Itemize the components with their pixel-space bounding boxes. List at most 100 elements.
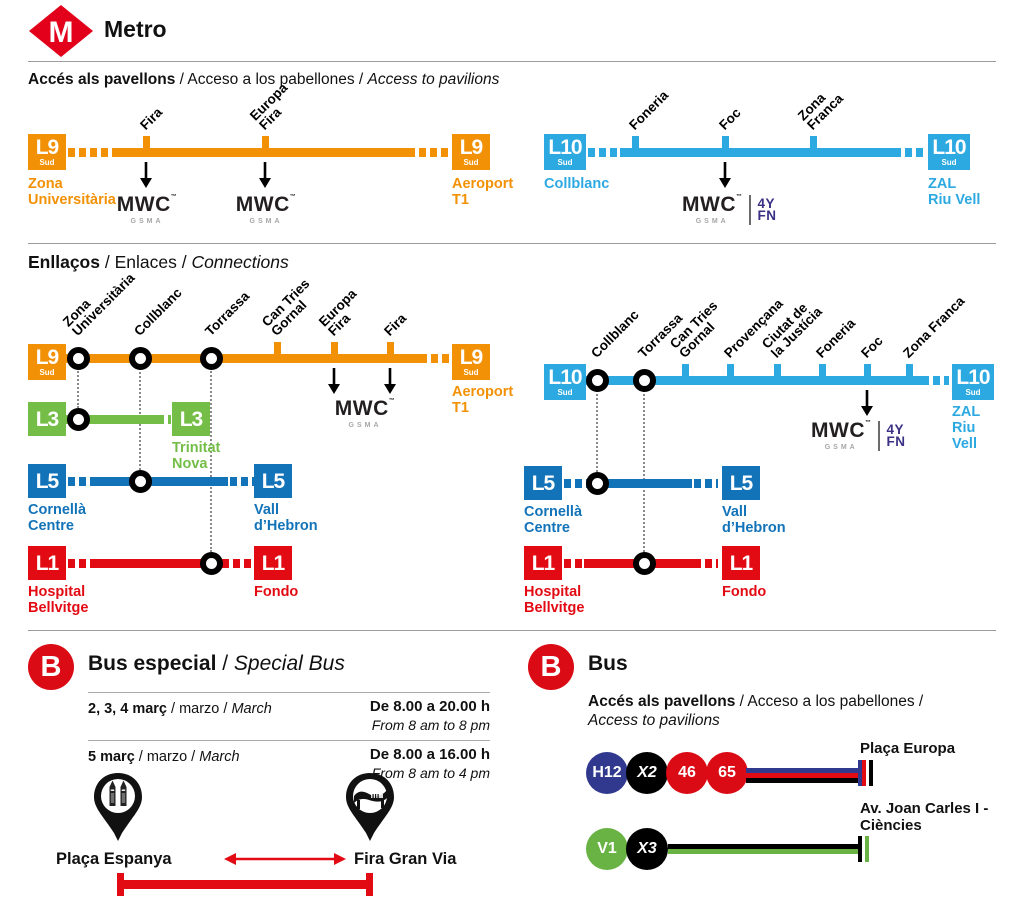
svg-text:M: M [49, 16, 74, 49]
route-end-cap [366, 873, 373, 896]
divider [28, 630, 996, 631]
connections-heading-ca: Enllaços [28, 252, 100, 272]
interchange-connector [643, 390, 645, 552]
bus-line-badge: X2 [626, 752, 668, 794]
l9-line [66, 354, 420, 363]
mwc-logo: MWC™ GSMA [235, 193, 297, 225]
bus-route-stripe [668, 844, 858, 849]
l1-badge: L1 [28, 546, 66, 580]
station-label: Foneria [813, 315, 859, 361]
terminus-label: Fondo [254, 584, 299, 600]
station-tick [726, 364, 734, 377]
l1-badge: L1 [722, 546, 760, 580]
interchange-station-marker [585, 369, 609, 392]
mwc-logo: MWC™ GSMA [811, 419, 872, 451]
bus-logo-icon: B [28, 644, 74, 690]
connections-heading-en: Connections [191, 252, 289, 272]
interchange-station-marker [585, 471, 609, 495]
mwc-logo: MWC™ GSMA [334, 397, 396, 429]
station-tick [142, 136, 150, 149]
metro-logo-icon: M [29, 5, 93, 57]
down-arrow-icon [140, 162, 152, 188]
l5-badge: L5 [28, 464, 66, 498]
l3-dashed-segment [158, 414, 171, 424]
endpoint-label: Fira Gran Via [354, 850, 457, 868]
access-heading-es: Acceso a los pabellones [187, 71, 355, 88]
bus-access-heading: Accés als pavellons / Acceso a los pabel… [588, 693, 924, 730]
special-bus-title: Bus especial / Special Bus [88, 652, 345, 675]
interchange-connector [210, 368, 212, 552]
station-tick [863, 364, 871, 377]
l5-dashed-segment [230, 476, 254, 486]
interchange-station-marker [128, 469, 152, 493]
shuttle-route-bar [120, 880, 370, 889]
station-tick [261, 136, 269, 149]
station-label: Collblanc [588, 307, 642, 361]
l1-dashed-segment [222, 558, 254, 568]
station-label: Zona Franca [900, 293, 968, 361]
l10-line [586, 376, 922, 385]
l10-dashed-segment [588, 148, 620, 157]
down-arrow-icon [861, 390, 873, 416]
interchange-station-marker [66, 407, 90, 431]
station-tick [905, 364, 913, 377]
l5-badge: L5 [254, 464, 292, 498]
l9-dashed-segment [408, 148, 448, 157]
bus-route-end-cap [862, 760, 866, 786]
table-rule [88, 740, 490, 741]
l5-line [588, 478, 692, 488]
divider [28, 243, 996, 244]
l3-badge: L3 [28, 402, 66, 436]
bus-line-badge: V1 [586, 828, 628, 870]
schedule-date: 2, 3, 4 març / marzo / March [88, 701, 272, 717]
bus-route-end-cap [858, 836, 862, 862]
terminus-label: Fondo [722, 584, 767, 600]
endpoint-label: Plaça Espanya [56, 850, 172, 868]
l5-line [94, 476, 228, 486]
l1-line [654, 558, 694, 568]
bus-logo-icon: B [528, 644, 574, 690]
access-heading-en: Access to pavilions [367, 71, 500, 88]
metro-title: Metro [104, 16, 167, 42]
station-tick [330, 342, 338, 355]
station-tick [681, 364, 689, 377]
station-label: Foneria [626, 87, 672, 133]
mwc-logo: MWC™ GSMA [116, 193, 178, 225]
bus-line-badge: X3 [626, 828, 668, 870]
down-arrow-icon [719, 162, 731, 188]
l5-dashed-segment [68, 476, 94, 486]
bus-destination-label: Av. Joan Carles I -Ciències [860, 800, 989, 835]
l5-badge: L5 [722, 466, 760, 500]
l1-dashed-segment [564, 558, 584, 568]
interchange-connector [77, 368, 79, 408]
station-tick [809, 136, 817, 149]
schedule-time: De 8.00 a 20.00 h From 8 am to 8 pm [369, 698, 490, 733]
l10-dashed-segment [922, 376, 949, 385]
l5-dashed-segment [694, 478, 718, 488]
l5-dashed-segment [564, 478, 588, 488]
l1-badge: L1 [524, 546, 562, 580]
